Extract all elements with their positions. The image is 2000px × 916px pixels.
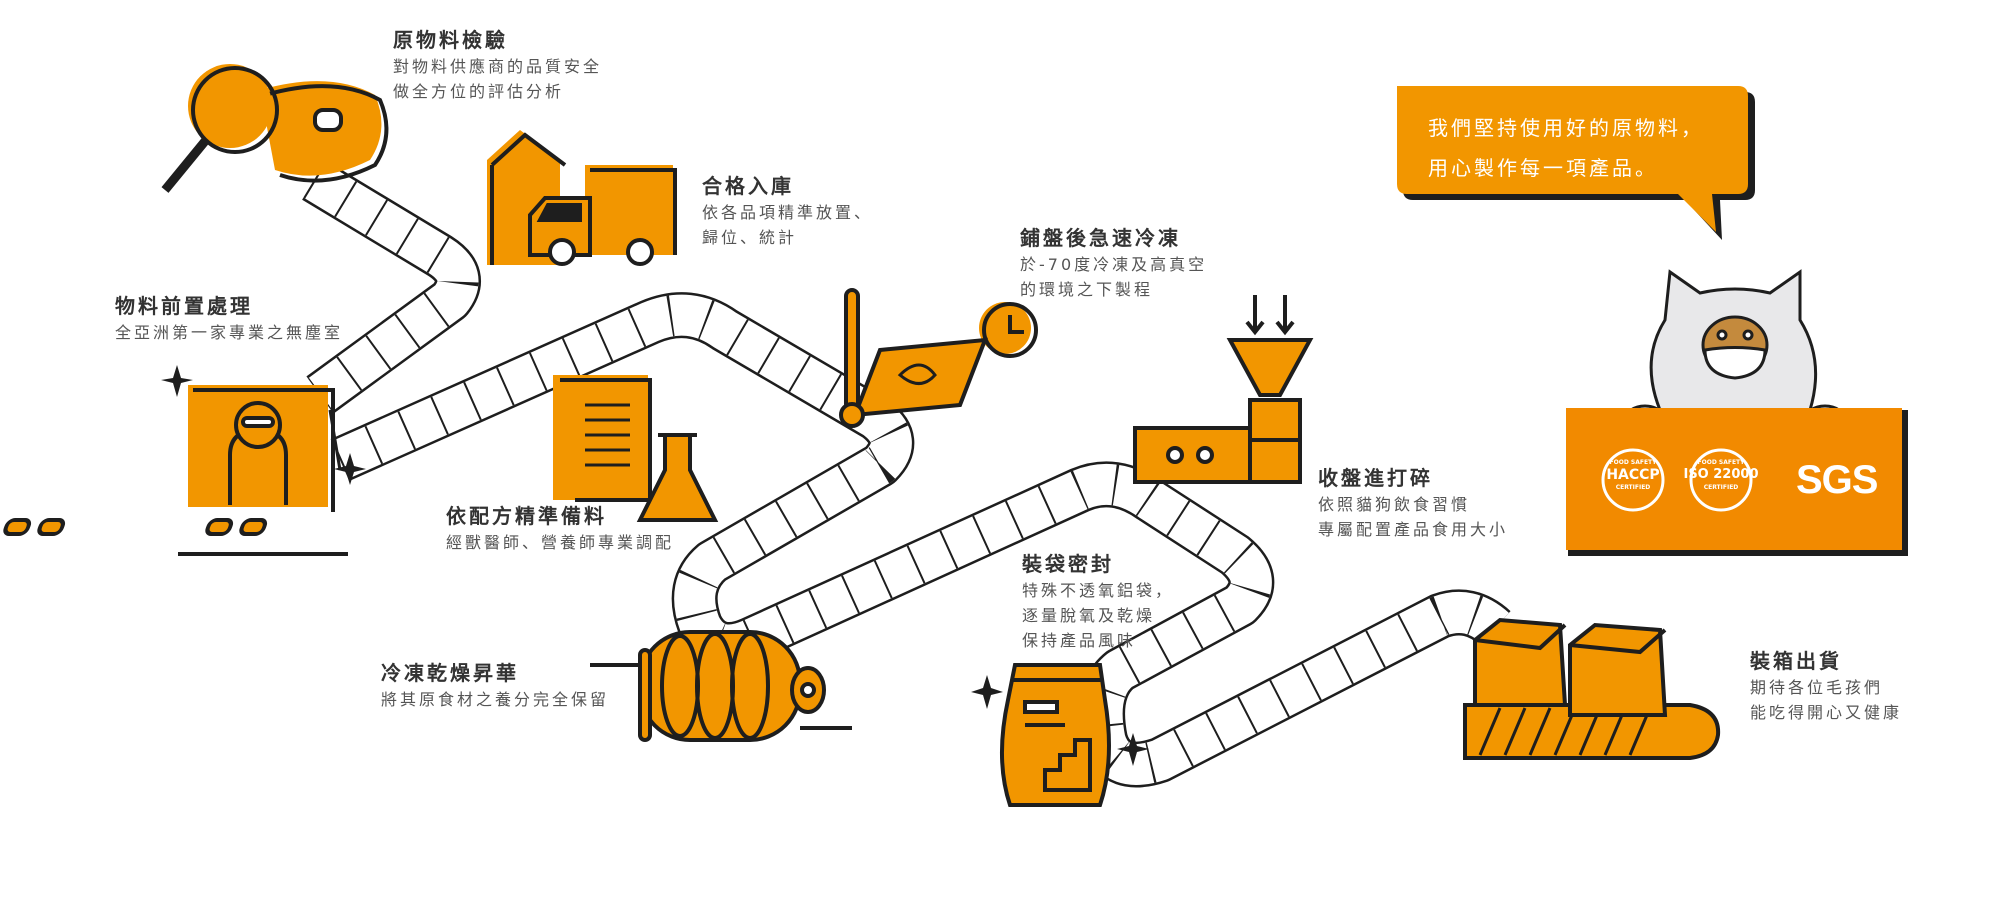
cleanroom-worker-icon bbox=[3, 385, 348, 556]
sealed-bag-icon bbox=[999, 663, 1111, 807]
step-title: 收盤進打碎 bbox=[1318, 466, 1433, 490]
step-desc: 專屬配置產品食用大小 bbox=[1318, 520, 1509, 539]
step-quick-freeze: 鋪盤後急速冷凍 於-70度冷凍及高真空 的環境之下製程 bbox=[1020, 224, 1207, 302]
step-warehousing: 合格入庫 依各品項精準放置、 歸位、統計 bbox=[702, 172, 873, 250]
step-title: 合格入庫 bbox=[702, 174, 794, 198]
speech-bubble bbox=[1397, 86, 1755, 240]
step-formula-preparation: 依配方精準備料 經獸醫師、營養師專業調配 bbox=[446, 502, 674, 555]
sparkle-icons bbox=[161, 365, 1149, 766]
step-freeze-drying: 冷凍乾燥昇華 將其原食材之養分完全保留 bbox=[381, 659, 609, 712]
step-title: 依配方精準備料 bbox=[446, 504, 607, 528]
step-desc: 將其原食材之養分完全保留 bbox=[381, 690, 610, 709]
step-title: 鋪盤後急速冷凍 bbox=[1020, 226, 1181, 250]
badge-top-text: FOOD SAFETY bbox=[1697, 459, 1745, 466]
step-desc: 全亞洲第一家專業之無塵室 bbox=[115, 323, 344, 342]
step-desc: 依各品項精準放置、 bbox=[702, 203, 874, 222]
badge-top-text: FOOD SAFETY bbox=[1609, 459, 1657, 466]
step-title: 冷凍乾燥昇華 bbox=[381, 661, 519, 685]
step-bag-sealing: 裝袋密封 特殊不透氧鋁袋， 逐量脫氧及乾燥 保持產品風味 bbox=[1022, 550, 1174, 653]
step-title: 物料前置處理 bbox=[115, 294, 253, 318]
bubble-line: 我們堅持使用好的原物料， bbox=[1428, 116, 1704, 140]
speech-bubble-text: 我們堅持使用好的原物料， 用心製作每一項產品。 bbox=[1428, 108, 1704, 188]
thermometer-tray-clock-icon bbox=[839, 288, 1038, 428]
grinder-machine-icon bbox=[1133, 295, 1314, 484]
recipe-flask-icon bbox=[553, 375, 719, 522]
step-desc: 逐量脫氧及乾燥 bbox=[1022, 606, 1156, 625]
sgs-logo: SGS bbox=[1796, 458, 1878, 502]
badge-main-text: HACCP bbox=[1606, 467, 1660, 483]
boxes-pallet-icon bbox=[1463, 617, 1721, 760]
step-packing-shipping: 裝箱出貨 期待各位毛孩們 能吃得開心又健康 bbox=[1750, 647, 1902, 725]
badge-bottom-text: CERTIFIED bbox=[1703, 484, 1739, 491]
step-desc: 做全方位的評估分析 bbox=[393, 82, 565, 101]
step-pretreatment: 物料前置處理 全亞洲第一家專業之無塵室 bbox=[115, 292, 343, 345]
step-raw-material-inspection: 原物料檢驗 對物料供應商的品質安全 做全方位的評估分析 bbox=[393, 26, 602, 104]
step-desc: 能吃得開心又健康 bbox=[1750, 703, 1903, 722]
step-desc: 依照貓狗飲食習慣 bbox=[1318, 495, 1471, 514]
step-title: 原物料檢驗 bbox=[393, 28, 508, 52]
warehouse-truck-icon bbox=[487, 130, 677, 266]
step-title: 裝箱出貨 bbox=[1750, 649, 1842, 673]
step-desc: 經獸醫師、營養師專業調配 bbox=[446, 533, 675, 552]
step-desc: 對物料供應商的品質安全 bbox=[393, 57, 603, 76]
step-grinding: 收盤進打碎 依照貓狗飲食習慣 專屬配置產品食用大小 bbox=[1318, 464, 1508, 542]
step-desc: 保持產品風味 bbox=[1022, 631, 1137, 650]
freeze-dryer-icon bbox=[590, 630, 852, 742]
step-desc: 歸位、統計 bbox=[702, 228, 798, 247]
step-desc: 的環境之下製程 bbox=[1020, 280, 1154, 299]
step-desc: 特殊不透氧鋁袋， bbox=[1022, 581, 1175, 600]
step-desc: 於-70度冷凍及高真空 bbox=[1020, 255, 1208, 274]
badge-main-text: ISO 22000 bbox=[1683, 467, 1759, 482]
magnifier-steak-icon bbox=[161, 64, 389, 193]
bubble-line: 用心製作每一項產品。 bbox=[1428, 156, 1658, 180]
step-title: 裝袋密封 bbox=[1022, 552, 1114, 576]
iso22000-badge: FOOD SAFETY ISO 22000 CERTIFIED bbox=[1683, 459, 1759, 491]
certification-board bbox=[1566, 408, 1908, 556]
haccp-badge: FOOD SAFETY HACCP CERTIFIED bbox=[1598, 459, 1668, 491]
step-desc: 期待各位毛孩們 bbox=[1750, 678, 1884, 697]
badge-bottom-text: CERTIFIED bbox=[1615, 484, 1651, 491]
